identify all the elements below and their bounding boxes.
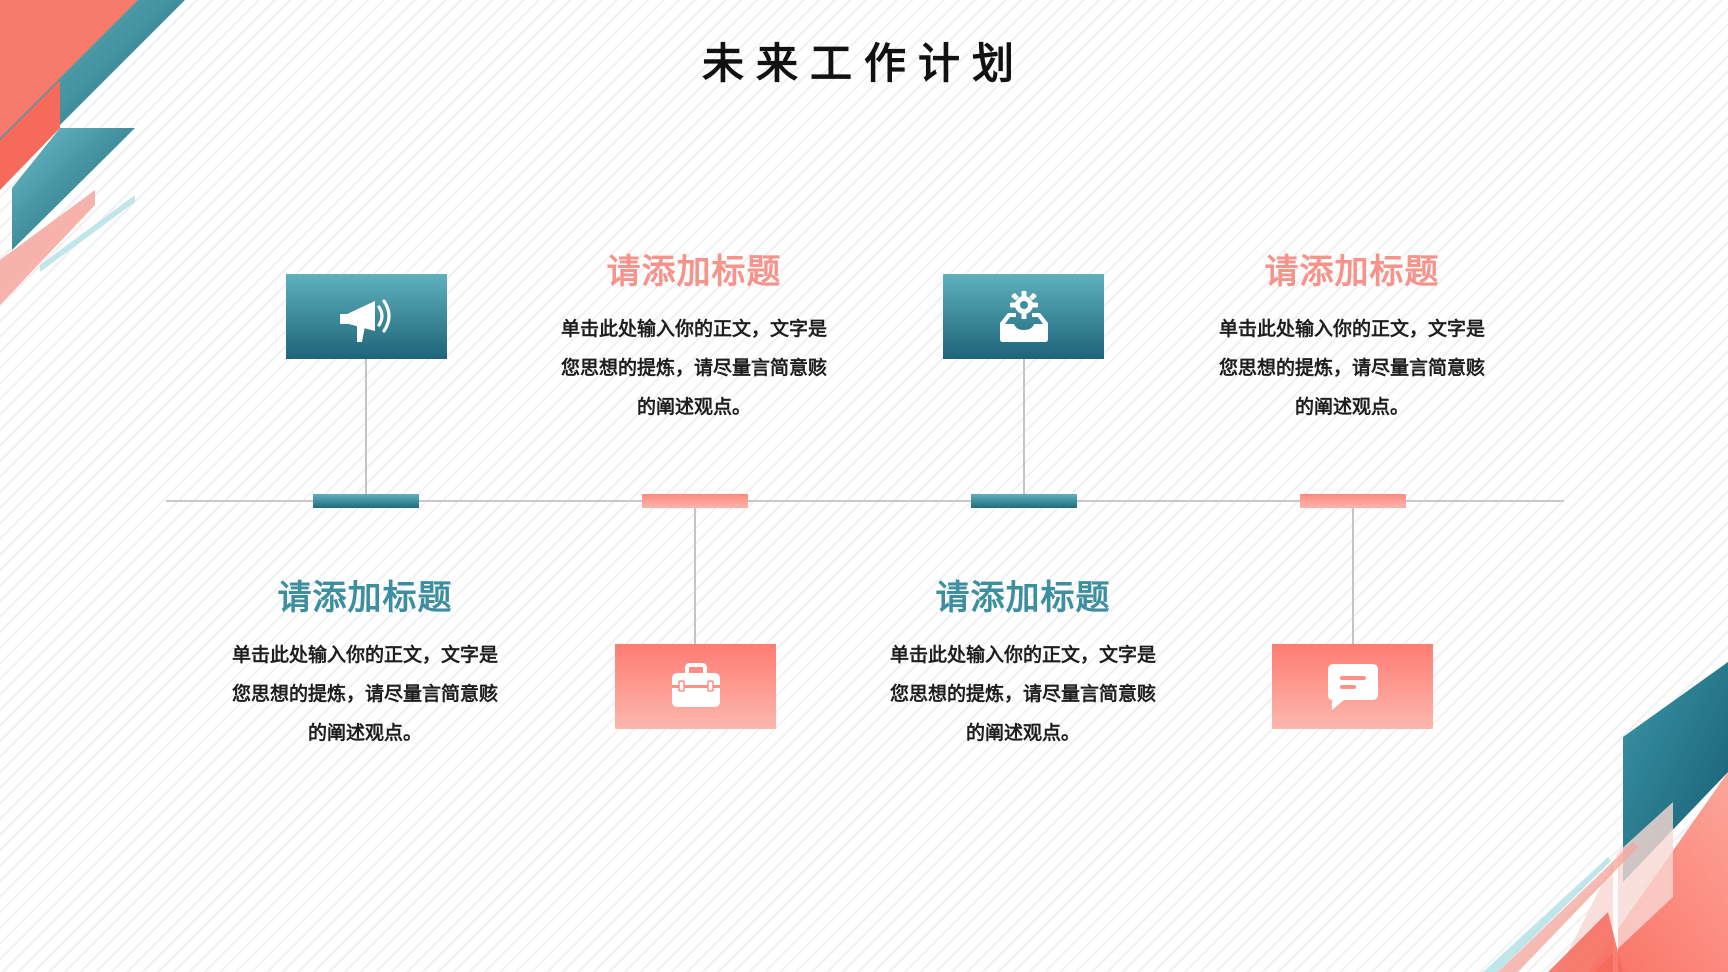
block-title: 请添加标题	[606, 252, 782, 292]
slide-title: 未来工作计划	[701, 39, 1026, 88]
block-body: 单击此处输入你的正文，文字是您思想的提炼，请尽量言简意赅的阐述观点。	[231, 644, 498, 744]
icon-box-1	[286, 274, 447, 359]
briefcase-icon	[671, 662, 720, 707]
timeline-marker-4	[1300, 494, 1406, 508]
block-body: 单击此处输入你的正文，文字是您思想的提炼，请尽量言简意赅的阐述观点。	[560, 318, 827, 418]
megaphone-icon	[339, 298, 391, 342]
timeline-marker-1	[313, 494, 419, 508]
timeline-marker-2	[642, 494, 748, 508]
block-title: 请添加标题	[277, 578, 453, 618]
timeline-marker-3	[971, 494, 1077, 508]
icon-box-2	[615, 644, 776, 729]
text-block-4: 请添加标题 单击此处输入你的正文，文字是您思想的提炼，请尽量言简意赅的阐述观点。	[1202, 250, 1502, 427]
text-block-3: 请添加标题 单击此处输入你的正文，文字是您思想的提炼，请尽量言简意赅的阐述观点。	[873, 576, 1173, 753]
connector-3	[1023, 359, 1025, 494]
block-body: 单击此处输入你的正文，文字是您思想的提炼，请尽量言简意赅的阐述观点。	[1218, 318, 1485, 418]
connector-4	[1352, 508, 1354, 644]
timeline-line	[166, 500, 1564, 502]
text-block-1: 请添加标题 单击此处输入你的正文，文字是您思想的提炼，请尽量言简意赅的阐述观点。	[215, 576, 515, 753]
block-body: 单击此处输入你的正文，文字是您思想的提炼，请尽量言简意赅的阐述观点。	[889, 644, 1156, 744]
connector-2	[694, 508, 696, 644]
chat-bubble-icon	[1327, 663, 1378, 710]
icon-box-3	[943, 274, 1104, 359]
block-title: 请添加标题	[1264, 252, 1440, 292]
icon-box-4	[1272, 644, 1433, 729]
connector-1	[365, 359, 367, 494]
corner-decoration-bottom-right	[1483, 662, 1728, 972]
text-block-2: 请添加标题 单击此处输入你的正文，文字是您思想的提炼，请尽量言简意赅的阐述观点。	[544, 250, 844, 427]
gear-inbox-icon	[999, 290, 1048, 342]
block-title: 请添加标题	[935, 578, 1111, 618]
